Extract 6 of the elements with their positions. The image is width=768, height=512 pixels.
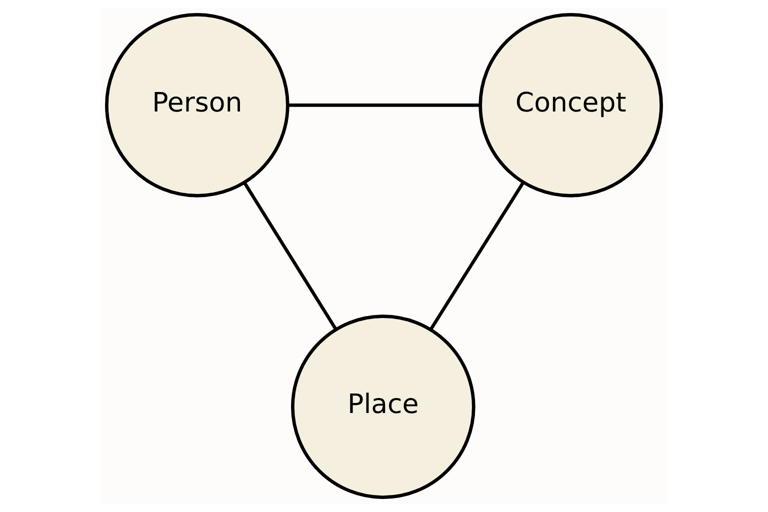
connector [430,182,524,330]
node-circle: Person [105,13,290,198]
node-circle: Concept [478,13,663,198]
connector [288,104,480,107]
node-circle: Place [291,314,476,499]
connector [243,182,338,330]
